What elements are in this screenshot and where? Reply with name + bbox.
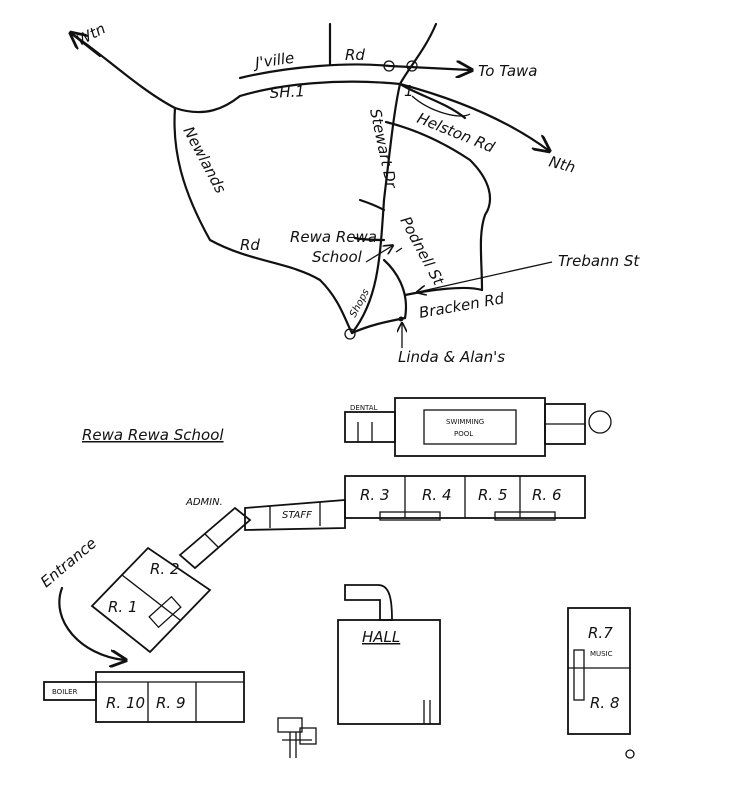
home-marker <box>398 316 404 322</box>
label-school: School <box>312 248 363 266</box>
road-helston <box>384 120 492 292</box>
school-pointer <box>365 246 392 263</box>
trebann-pointer <box>418 261 553 292</box>
road-sh1-west-arrow <box>72 34 102 58</box>
label-newlands: Newlands <box>179 123 229 196</box>
road-stewart-branch <box>358 198 386 212</box>
label-r3: R. 3 <box>360 486 390 504</box>
label-r2: R. 2 <box>150 560 180 578</box>
school-plan: Rewa Rewa School DENTAL SWIMMING POOL <box>37 397 635 759</box>
label-entrance: Entrance <box>37 534 100 591</box>
label-bracken: Bracken Rd <box>418 289 506 322</box>
interchange-a <box>383 60 395 72</box>
road-loop <box>398 82 467 120</box>
road-loop-b <box>411 95 471 117</box>
small-structure <box>277 717 317 758</box>
r1-r2-block: R. 2 R. 1 <box>90 546 212 654</box>
label-r7: R.7 <box>588 624 613 642</box>
label-r1: R. 1 <box>108 598 138 616</box>
label-linda: Linda & Alan's <box>398 348 505 366</box>
label-podnell: Podnell St <box>396 213 448 289</box>
label-to-tawa: To Tawa <box>478 62 538 80</box>
r7-r8-block: R.7 MUSIC R. 8 <box>567 607 631 735</box>
school-title: Rewa Rewa School <box>82 426 224 444</box>
label-pool: POOL <box>454 430 473 438</box>
label-r10: R. 10 <box>106 694 145 712</box>
boiler-block: BOILER R. 10 R. 9 <box>43 671 245 723</box>
label-music: MUSIC <box>590 650 613 658</box>
label-jville: J'ville <box>251 49 295 73</box>
label-hall: HALL <box>362 628 400 646</box>
mark-circle <box>625 749 635 759</box>
label-marker-one: 1 <box>404 82 414 100</box>
label-jville-rd: Rd <box>345 46 365 64</box>
label-staff: STAFF <box>282 510 312 521</box>
street-map: Wtn J'ville Rd To Tawa SH.1 Nth Helston … <box>72 19 640 366</box>
label-trebann: Trebann St <box>558 252 640 270</box>
road-side-a <box>353 236 386 242</box>
hall-block: HALL <box>337 584 441 725</box>
label-sh1: SH.1 <box>269 82 305 102</box>
label-boiler: BOILER <box>52 688 78 696</box>
road-trebann <box>403 286 484 297</box>
podnell-pointer <box>395 247 403 253</box>
label-r6: R. 6 <box>532 486 562 504</box>
classroom-block: ADMIN. STAFF R. 3 R. 4 R. 5 R. 6 <box>178 475 586 570</box>
road-sh1-west <box>70 32 242 114</box>
label-wtn: Wtn <box>73 19 108 49</box>
label-rewa-school: Rewa Rewa <box>290 228 377 246</box>
label-dental: DENTAL <box>350 404 378 412</box>
pool-block: DENTAL SWIMMING POOL <box>344 397 612 457</box>
label-r5: R. 5 <box>478 486 508 504</box>
label-nth: Nth <box>547 152 577 176</box>
road-north <box>350 22 438 335</box>
label-newlands-rd: Rd <box>240 236 260 254</box>
label-stewart: Stewart Dr <box>366 107 401 190</box>
label-r9: R. 9 <box>156 694 186 712</box>
road-podnell <box>382 258 408 320</box>
interchange-b <box>406 60 418 72</box>
label-admin: ADMIN. <box>185 497 223 508</box>
label-r8: R. 8 <box>590 694 620 712</box>
label-r4: R. 4 <box>422 486 452 504</box>
road-newlands <box>173 106 354 335</box>
shops-marker <box>344 328 356 340</box>
label-swimming: SWIMMING <box>446 418 484 426</box>
